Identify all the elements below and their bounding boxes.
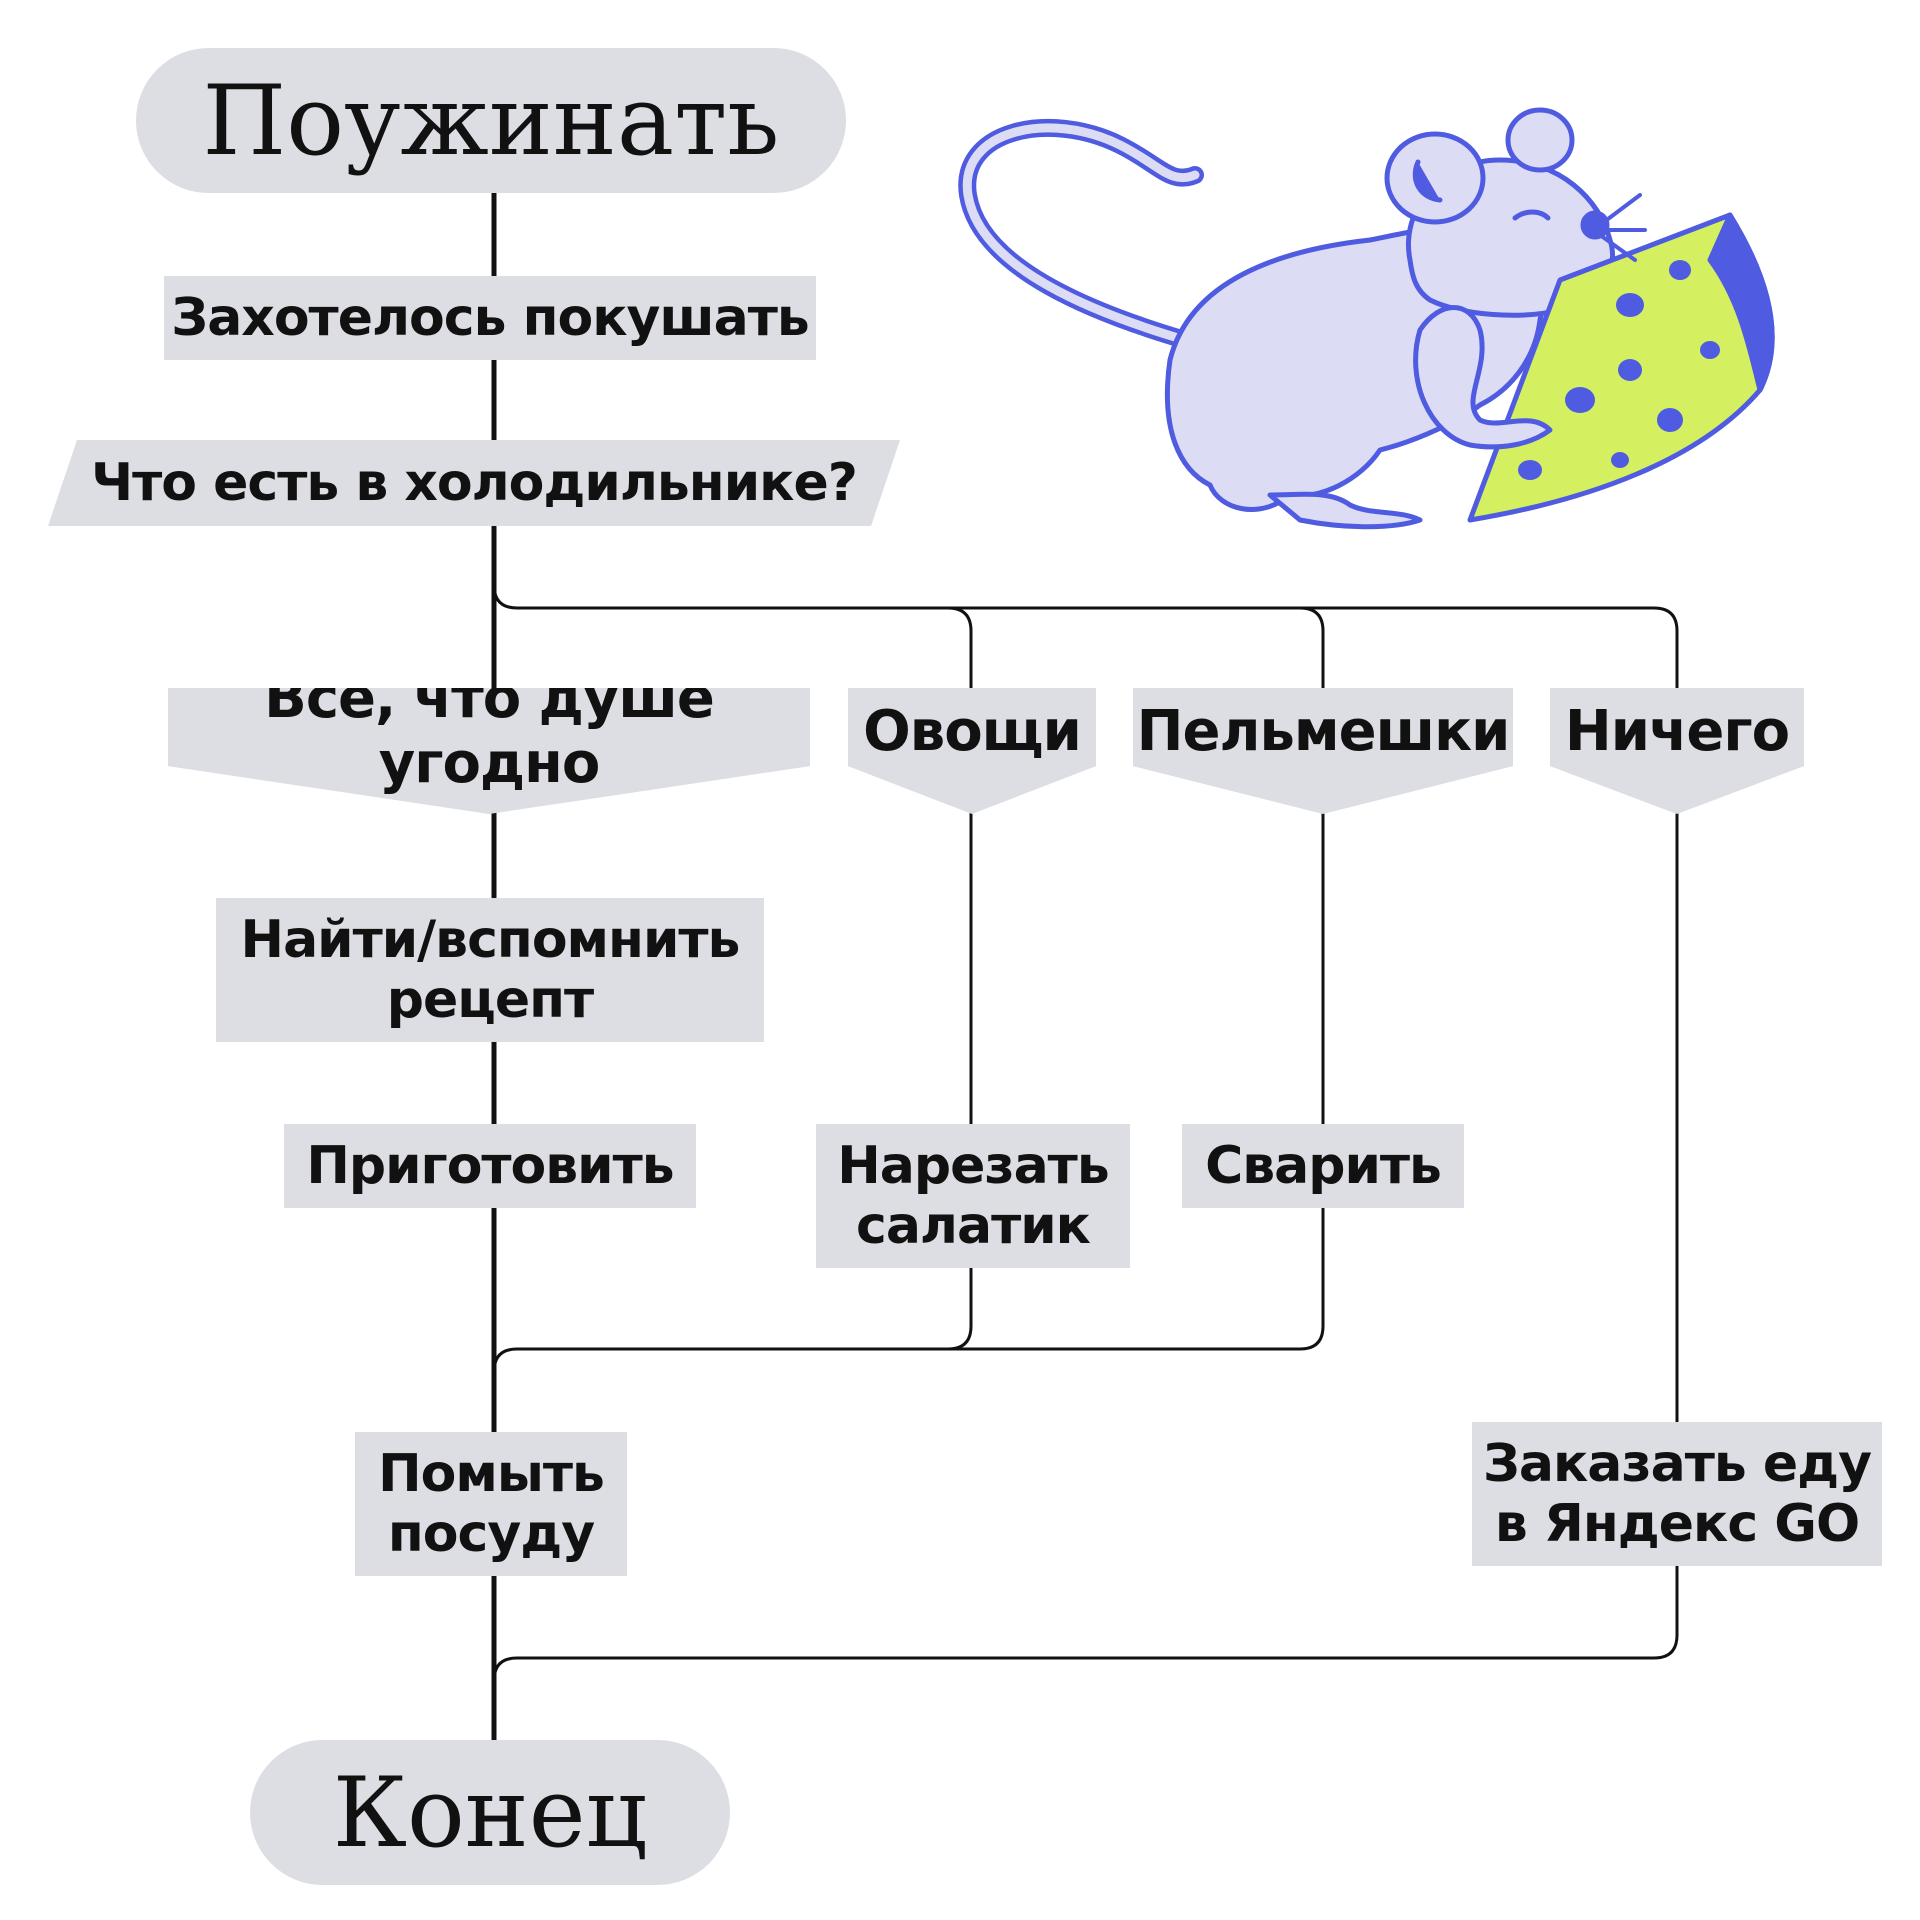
step-cook: Приготовить bbox=[284, 1124, 696, 1208]
mouse-nose bbox=[1580, 210, 1610, 240]
mouse-whiskers bbox=[1598, 193, 1647, 262]
mouse-eye bbox=[1512, 209, 1551, 221]
branch-vegetables-line bbox=[492, 606, 973, 1374]
cheese-side bbox=[1707, 212, 1775, 393]
branch-anything: Всё, что душе угодно bbox=[168, 688, 810, 814]
cheese-holes bbox=[1518, 260, 1720, 480]
start-terminal: Поужинать bbox=[136, 48, 846, 193]
mouse-ear-inner bbox=[1412, 159, 1443, 203]
mouse-tail-inner bbox=[962, 123, 1200, 345]
branch-outer-line bbox=[492, 583, 1679, 1683]
step-recipe: Найти/вспомнить рецепт bbox=[216, 898, 764, 1042]
step-order-food: Заказать еду в Яндекс GO bbox=[1472, 1422, 1882, 1566]
mouse-arm bbox=[1413, 305, 1553, 450]
branch-dumplings-line bbox=[946, 606, 1325, 1351]
mouse-foot bbox=[1267, 491, 1423, 530]
branch-nothing: Ничего bbox=[1550, 688, 1804, 814]
step-hungry: Захотелось покушать bbox=[164, 276, 816, 360]
question-parallelogram: Что есть в холодильнике? bbox=[48, 440, 900, 526]
step-wash-dishes: Помыть посуду bbox=[355, 1432, 627, 1576]
mouse-cheese-illustration bbox=[958, 107, 1775, 530]
end-terminal: Конец bbox=[250, 1740, 730, 1885]
mouse-ear-left bbox=[1384, 131, 1486, 225]
branch-dumplings: Пельмешки bbox=[1133, 688, 1513, 814]
mouse-ear-right bbox=[1505, 107, 1575, 173]
step-salad: Нарезать салатик bbox=[816, 1124, 1130, 1268]
step-boil: Сварить bbox=[1182, 1124, 1464, 1208]
mouse-tail bbox=[958, 118, 1204, 349]
